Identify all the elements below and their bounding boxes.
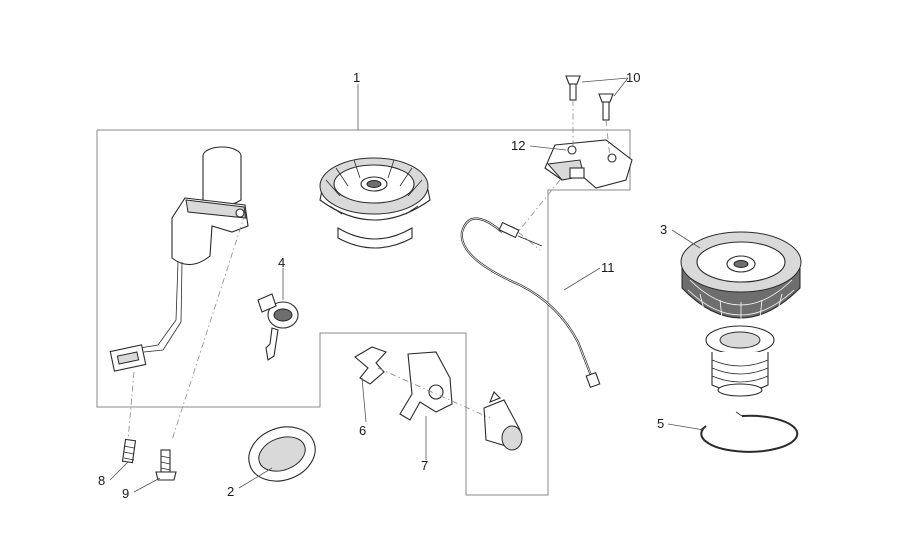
- callout-10: 10: [626, 70, 640, 85]
- callout-11: 11: [601, 260, 615, 275]
- callout-6: 6: [359, 423, 366, 438]
- lock-bracket[interactable]: [399, 351, 453, 421]
- callout-12: 12: [511, 138, 525, 153]
- assembly-frame-1: [96, 129, 631, 496]
- callout-3: 3: [660, 222, 667, 237]
- callout-8: 8: [98, 473, 105, 488]
- callout-labels: 1 2 3 4 5 6 7 8 9 10 11 12: [98, 70, 667, 501]
- screw-a[interactable]: [565, 75, 581, 101]
- fuel-cap-assembly[interactable]: [319, 157, 431, 249]
- circlip[interactable]: [699, 411, 799, 453]
- screw-8[interactable]: [121, 438, 137, 464]
- ignition-switch[interactable]: [109, 146, 249, 372]
- lock-plate[interactable]: [354, 346, 387, 385]
- callout-5: 5: [657, 416, 664, 431]
- emblem-badge[interactable]: [241, 418, 323, 490]
- callout-2: 2: [227, 484, 234, 499]
- leader-lines: [109, 77, 705, 493]
- lock-barrel[interactable]: [483, 391, 523, 451]
- callout-4: 4: [278, 255, 285, 270]
- callout-9: 9: [122, 486, 129, 501]
- callout-7: 7: [421, 458, 428, 473]
- mounting-bracket[interactable]: [544, 139, 633, 189]
- filler-neck[interactable]: [705, 325, 775, 397]
- key[interactable]: [257, 293, 299, 361]
- screw-b[interactable]: [598, 93, 614, 121]
- release-cable[interactable]: [460, 217, 601, 389]
- fuel-cap[interactable]: [680, 231, 802, 320]
- callout-1: 1: [353, 70, 360, 85]
- screw-9[interactable]: [155, 449, 177, 481]
- alignment-lines: [127, 100, 611, 441]
